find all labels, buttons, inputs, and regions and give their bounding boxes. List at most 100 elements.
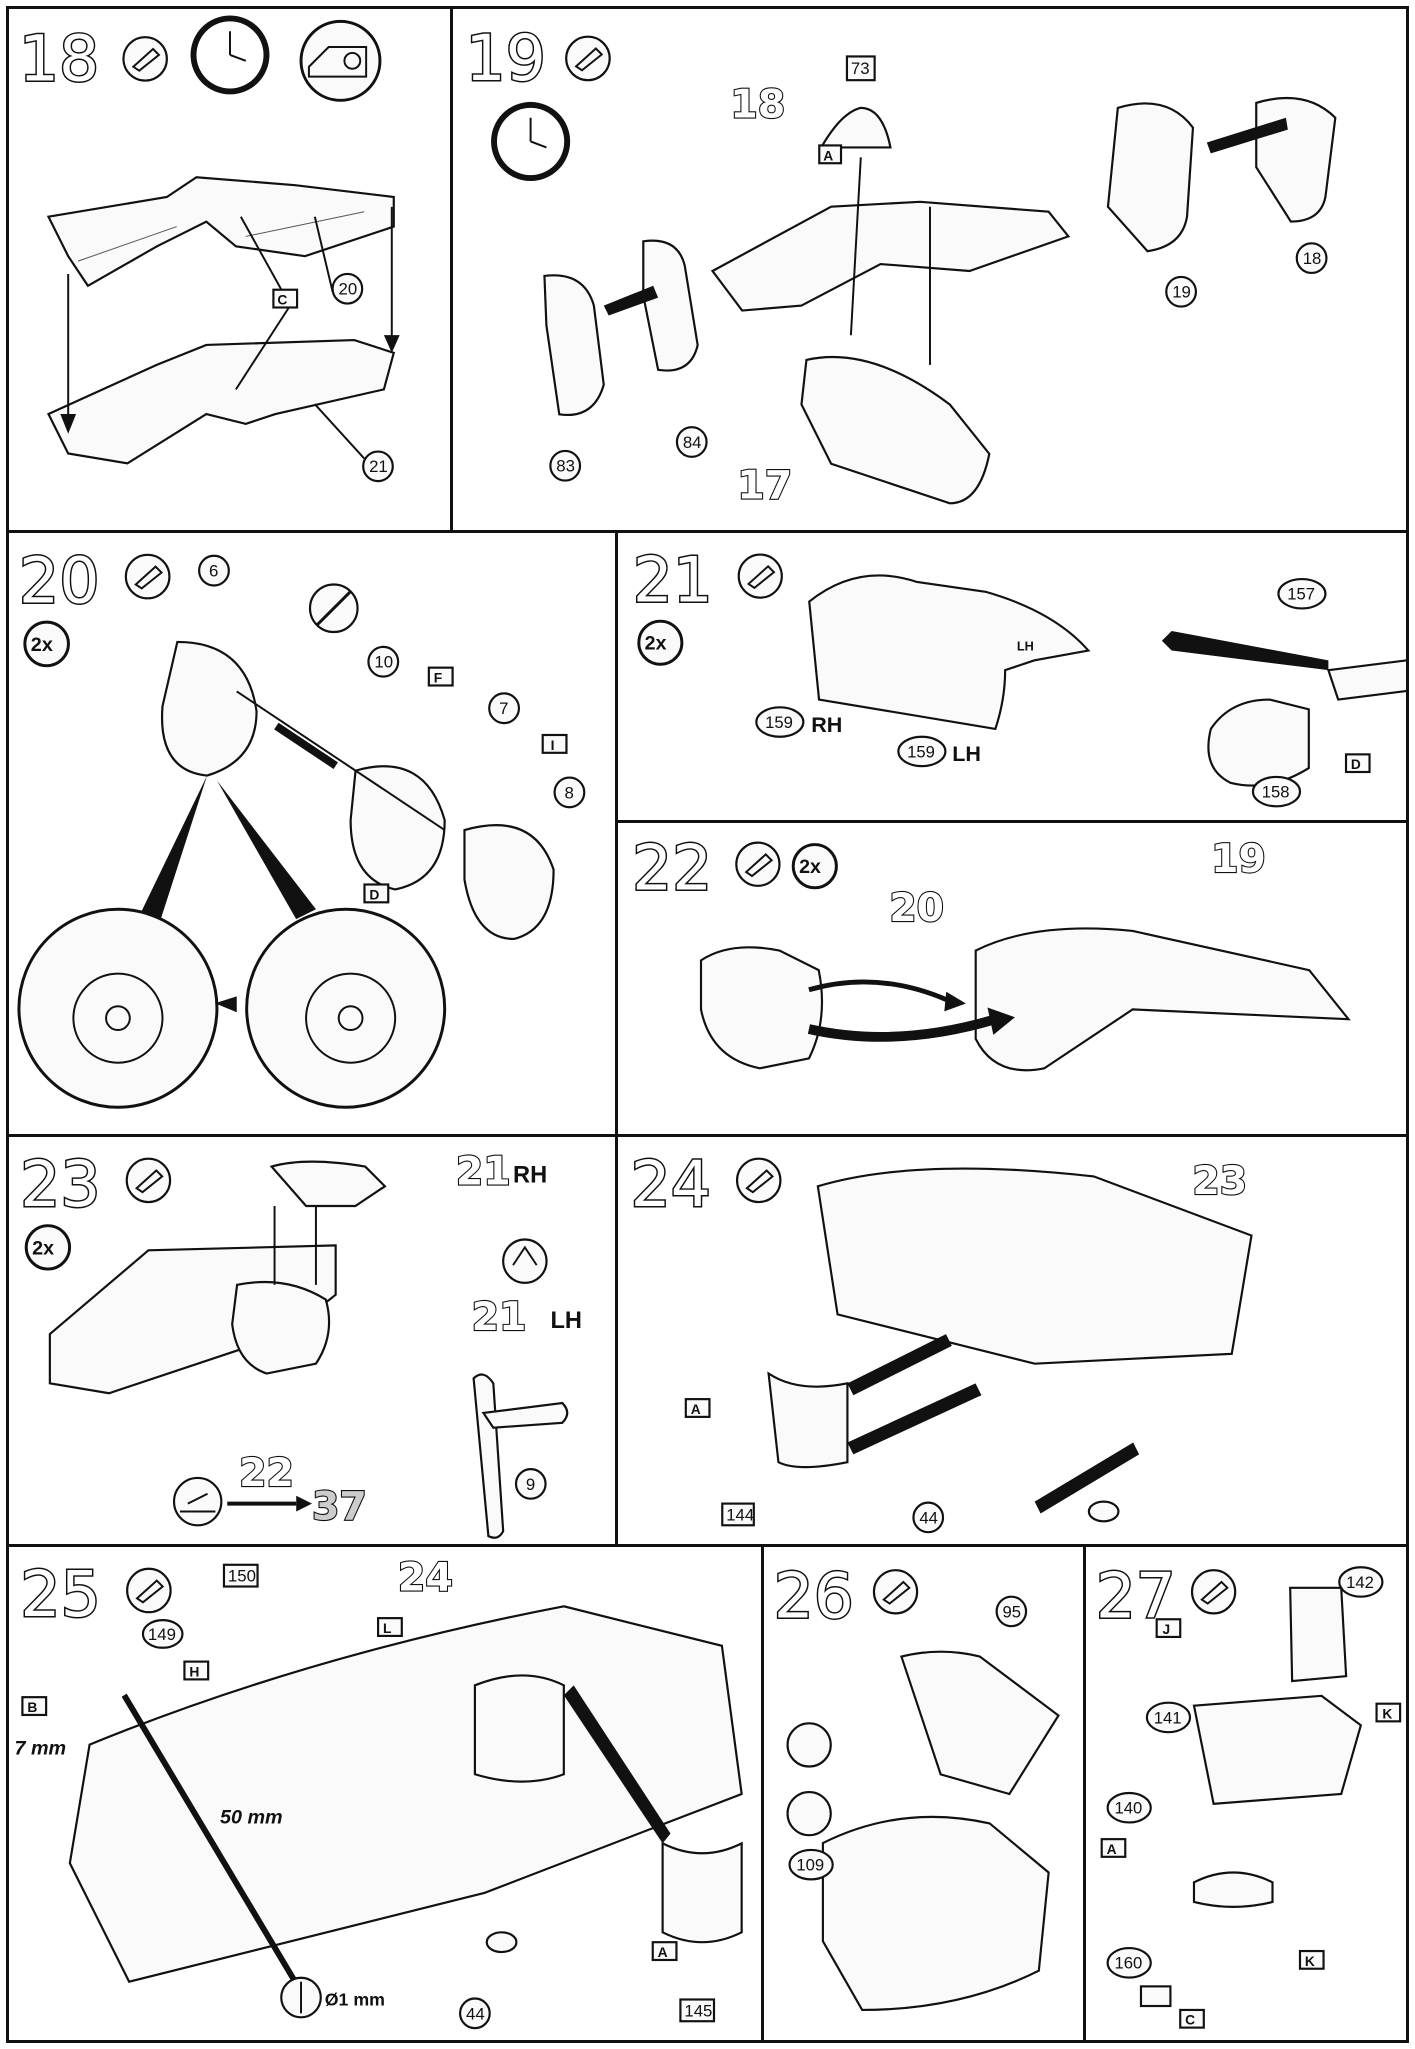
repeat-count: 2x <box>32 1237 54 1259</box>
side-rh: RH <box>811 713 842 737</box>
wing-nacelle-19 <box>974 927 1351 1072</box>
fin-part-19 <box>1106 102 1195 253</box>
letter-k: K <box>1382 1706 1392 1721</box>
glue-icon <box>735 1157 782 1204</box>
side-rh: RH <box>513 1162 547 1188</box>
letter-b: B <box>27 1699 37 1715</box>
letter-f: F <box>434 670 442 686</box>
step-number: 18 <box>19 22 99 96</box>
step-18-panel: 18 C 20 <box>6 6 453 533</box>
part-callout-73: 73 <box>851 59 870 78</box>
part-callout-9: 9 <box>526 1475 535 1494</box>
subassembly-label-19: 19 <box>1211 837 1266 882</box>
tail-assembly <box>710 200 1071 312</box>
letter-a: A <box>658 1944 668 1960</box>
step-number: 19 <box>465 21 546 95</box>
intake-part-158 <box>1207 698 1310 787</box>
seat-part-141 <box>1192 1694 1363 1805</box>
glue-icon <box>126 1567 172 1614</box>
letter-k-lower: K <box>1305 1954 1315 1969</box>
rudder-part-84 <box>642 239 699 372</box>
subassembly-label-18: 18 <box>730 82 785 128</box>
propeller-blade <box>472 1373 505 1539</box>
lh-note: LH <box>1017 639 1034 654</box>
stand-icon <box>172 1476 223 1527</box>
part-callout-95: 95 <box>1003 1602 1022 1621</box>
rotate-icon <box>502 1238 548 1284</box>
fuselage-section <box>816 1167 1253 1365</box>
fuselage-rear <box>800 355 991 505</box>
part-callout-144: 144 <box>726 1505 754 1524</box>
callout-157: 157 <box>1277 577 1327 610</box>
glue-icon <box>1190 1569 1237 1615</box>
cowling-panel-159 <box>808 574 1091 731</box>
glue-icon <box>122 36 168 82</box>
letter-c: C <box>277 292 287 308</box>
side-lh: LH <box>550 1308 582 1334</box>
letter-d: D <box>1351 757 1361 772</box>
fin-part-18 <box>1255 96 1337 223</box>
glue-icon <box>735 841 781 887</box>
step-25-panel: 25 24 150 L 149 H B 7 mm 50 mm 44 A 145 … <box>6 1544 764 2043</box>
subassembly-label-20: 20 <box>889 886 944 931</box>
part-callout-7: 7 <box>499 699 508 718</box>
letter-tag-c <box>272 288 299 309</box>
goto-step-37: 37 <box>312 1483 367 1529</box>
engine-backplate <box>160 640 258 777</box>
no-glue-icon <box>308 583 359 634</box>
step-27-panel: 27 142 J K 141 140 A K 160 C <box>1083 1544 1409 2043</box>
clock-drying-icon <box>491 101 571 182</box>
glue-icon <box>565 35 611 82</box>
engine-cowling <box>463 823 555 941</box>
side-lh: LH <box>952 742 981 766</box>
engine-nacelle <box>231 1280 331 1375</box>
part-callout-159-rh: 159 <box>765 713 793 732</box>
part-callout-109: 109 <box>796 1856 824 1875</box>
glue-icon <box>872 1569 919 1615</box>
dimension-50mm: 50 mm <box>220 1807 283 1829</box>
step-number: 22 <box>632 832 712 905</box>
subassembly-label-23: 23 <box>1192 1158 1247 1204</box>
tape-icon <box>299 19 382 102</box>
window-frame <box>473 1674 565 1783</box>
rudder-part-83 <box>543 274 605 417</box>
subassembly-label-22: 22 <box>239 1450 294 1496</box>
seat-part-95 <box>900 1650 1060 1796</box>
step-number: 25 <box>20 1557 100 1631</box>
step-number: 26 <box>774 1559 854 1632</box>
step-24-panel: 24 23 A 144 44 <box>615 1134 1409 1547</box>
drill-icon <box>280 1976 322 2019</box>
letter-a: A <box>1107 1842 1117 1857</box>
glue-icon <box>124 553 171 600</box>
part-callout-150: 150 <box>228 1567 256 1586</box>
intake-part-157 <box>1326 659 1406 701</box>
letter-a: A <box>823 147 833 163</box>
step-26-panel: 26 95 109 <box>761 1544 1086 2043</box>
step-22-panel: 22 2x 20 19 <box>615 820 1409 1137</box>
canopy-part <box>819 106 892 149</box>
part-callout-21: 21 <box>369 457 388 476</box>
part-callout-83: 83 <box>556 457 575 476</box>
detail-view-left <box>17 907 219 1109</box>
dimension-7mm: 7 mm <box>15 1737 67 1759</box>
part-callout-10: 10 <box>374 653 393 672</box>
letter-a: A <box>691 1402 701 1417</box>
tailplane-upper-part <box>46 176 395 288</box>
part-callout-140: 140 <box>1114 1799 1142 1818</box>
ref-21-rh: 21 <box>456 1148 511 1194</box>
ref-21-lh: 21 <box>472 1294 527 1340</box>
letter-c: C <box>1185 2013 1195 2028</box>
window-part-144 <box>767 1371 849 1469</box>
letter-l: L <box>383 1620 392 1636</box>
part-callout-159-lh: 159 <box>907 742 935 761</box>
seat-base-140 <box>1192 1871 1274 1908</box>
part-callout-8: 8 <box>564 783 573 802</box>
letter-h: H <box>189 1663 199 1679</box>
part-callout-149: 149 <box>148 1625 176 1644</box>
clock-drying-icon <box>190 15 270 95</box>
step-21-panel: 21 2x LH 157 158 D 159 RH 159 LH <box>615 530 1409 823</box>
dimension-drill: Ø1 mm <box>325 1989 385 2009</box>
svg-text:157: 157 <box>1287 585 1315 604</box>
repeat-count: 2x <box>799 856 821 878</box>
seat-back-142 <box>1289 1586 1348 1683</box>
